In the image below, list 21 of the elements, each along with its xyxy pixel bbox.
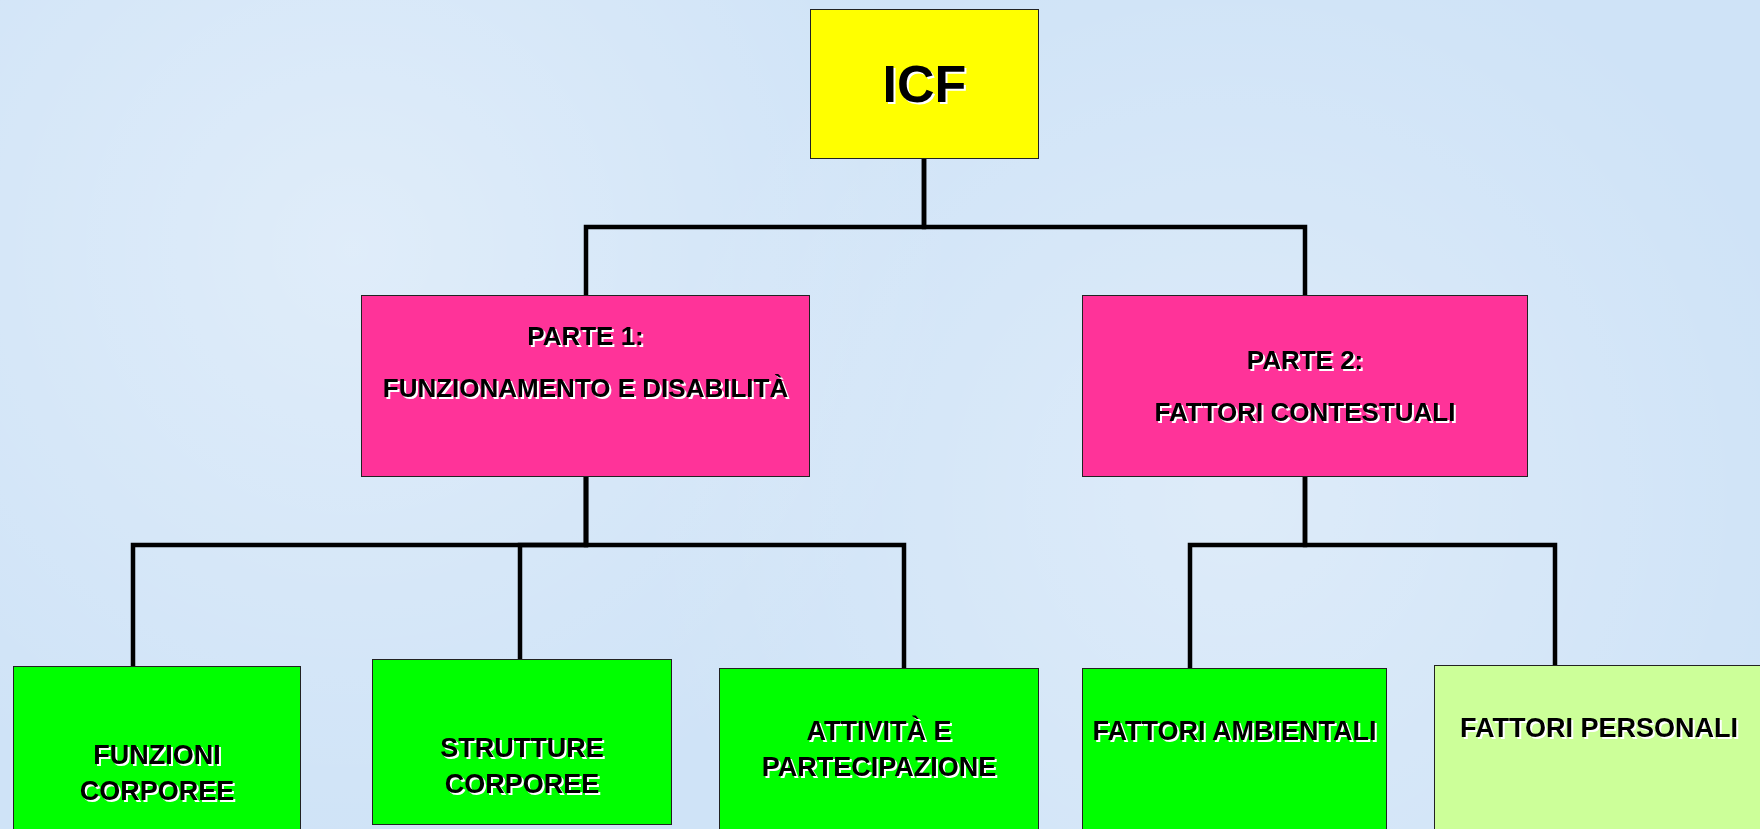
- root-box: [810, 9, 1039, 159]
- box-label: FUNZIONAMENTO E DISABILITÀ: [382, 372, 789, 405]
- category-box: [1082, 295, 1528, 477]
- box-label: ATTIVITÀ E PARTECIPAZIONE: [760, 714, 998, 785]
- box-label: FATTORI CONTESTUALI: [1154, 396, 1456, 429]
- component-box: [1434, 665, 1760, 829]
- component-box: [1082, 668, 1387, 829]
- component-box: [13, 666, 301, 829]
- box-label: STRUTTURE CORPOREE: [439, 732, 605, 802]
- box-heading: PARTE 2:: [1246, 344, 1364, 377]
- box-label: FUNZIONI CORPOREE: [78, 739, 236, 809]
- box-heading: PARTE 1:: [527, 320, 644, 353]
- connector-line: [583, 477, 907, 668]
- connector-line: [1302, 477, 1558, 665]
- category-box: [361, 295, 810, 477]
- connector-line: [921, 159, 1308, 295]
- box-label: FATTORI AMBIENTALI: [1092, 715, 1377, 748]
- component-box: [372, 659, 672, 825]
- box-label: FATTORI PERSONALI: [1460, 712, 1738, 745]
- component-box: [719, 668, 1039, 829]
- box-label: ICF: [882, 53, 967, 115]
